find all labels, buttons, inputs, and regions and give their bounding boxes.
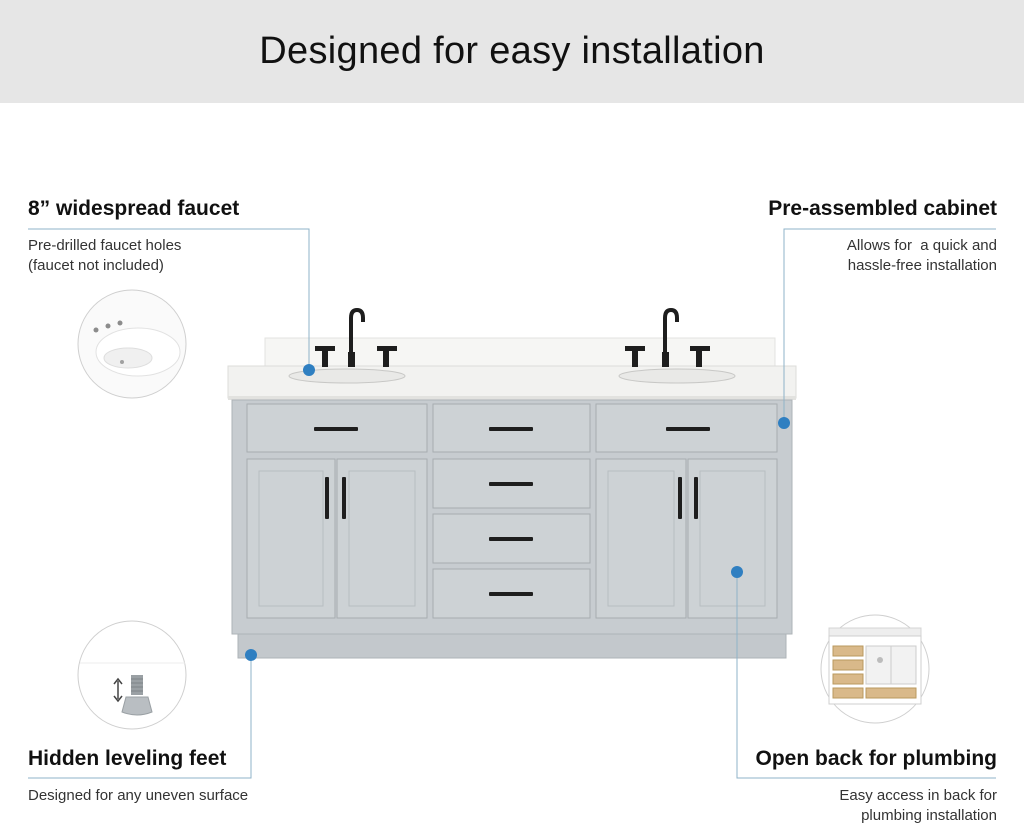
plumbing-desc-line1: Easy access in back for — [839, 787, 997, 804]
faucet-feature-description: Pre-drilled faucet holes (faucet not inc… — [28, 236, 181, 276]
plumbing-feature-description: Easy access in back for plumbing install… — [839, 786, 997, 826]
callout-lines — [28, 228, 996, 779]
header-banner: Designed for easy installation — [0, 0, 1024, 103]
open-back-detail-icon — [820, 614, 930, 724]
door-pulls — [325, 477, 698, 519]
cabinet-desc-line1: Allows for a quick and — [846, 237, 997, 254]
faucet-desc-line1: Pre-drilled faucet holes — [28, 237, 182, 254]
faucet-feature-title: 8” widespread faucet — [28, 197, 240, 220]
drawer-pulls — [314, 427, 710, 596]
feet-feature-description: Designed for any uneven surface — [28, 786, 248, 806]
right-sink — [618, 368, 736, 384]
page-title: Designed for easy installation — [259, 30, 765, 72]
faucet-hole-detail-icon — [77, 289, 187, 399]
feet-feature-title: Hidden leveling feet — [28, 747, 227, 770]
cabinet-feature-description: Allows for a quick and hassle-free insta… — [847, 236, 997, 276]
cabinet-desc-line2: hassle-free installation — [847, 257, 997, 274]
faucet-desc-line2: (faucet not included) — [28, 257, 164, 274]
cabinet-toe-kick — [237, 633, 787, 659]
leveling-foot-detail-icon — [77, 620, 187, 730]
right-faucet-icon — [625, 307, 710, 367]
cabinet-feature-title: Pre-assembled cabinet — [768, 197, 997, 220]
feet-desc-line1: Designed for any uneven surface — [28, 787, 249, 804]
callout-dots — [245, 364, 790, 661]
left-sink — [288, 368, 406, 384]
left-faucet-icon — [315, 307, 397, 367]
center-drawers — [432, 458, 591, 619]
door-panels — [258, 470, 766, 607]
plumbing-desc-line2: plumbing installation — [861, 807, 997, 824]
plumbing-feature-title: Open back for plumbing — [755, 747, 997, 770]
cabinet-doors — [246, 458, 778, 619]
